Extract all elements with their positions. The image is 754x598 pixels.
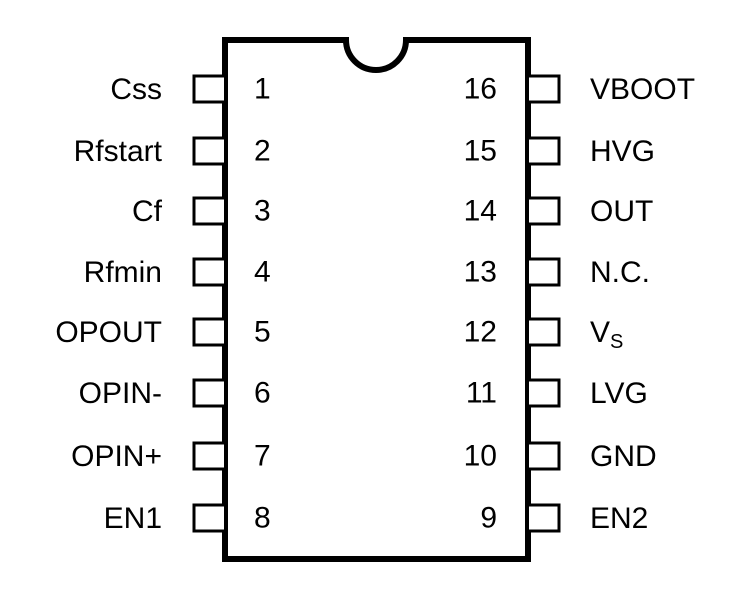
pin-number: 3: [254, 195, 271, 228]
pin-label-text: N.C.: [590, 256, 650, 289]
pin-number: 7: [254, 440, 271, 473]
ic-package-body: [222, 37, 531, 562]
pin-label: EN1: [104, 502, 162, 535]
pin-label-text: OPOUT: [55, 316, 162, 349]
pin-number: 8: [254, 502, 271, 535]
pin-label-text: EN2: [590, 502, 648, 535]
pin-label: OPOUT: [55, 316, 162, 349]
pin-label: VBOOT: [590, 73, 695, 106]
pin-number: 1: [254, 73, 271, 106]
right-pin-6-lead: [529, 378, 561, 408]
right-pin-column: 16 VBOOT 15 HVG 14 OUT 13 N.C. 12 VS 11 LVG 10 GND 9 EN…: [464, 73, 695, 535]
pin-number: 10: [464, 440, 497, 473]
pin-label: EN2: [590, 502, 648, 535]
right-pin-8-lead: [529, 503, 561, 533]
right-pin-7-lead: [529, 441, 561, 471]
left-pin-5-lead: [192, 317, 224, 347]
pin-label-text: HVG: [590, 135, 655, 168]
pin-number: 5: [254, 316, 271, 349]
pin-label-text: OPIN-: [79, 377, 162, 410]
pin-number: 13: [464, 256, 497, 289]
pin-label: OPIN-: [79, 377, 162, 410]
pin-number: 16: [464, 73, 497, 106]
left-pin-3-lead: [192, 196, 224, 226]
pin-label: Css: [110, 73, 162, 106]
pin-label: OUT: [590, 195, 653, 228]
left-pin-2-lead: [192, 136, 224, 166]
right-pin-2-lead: [529, 136, 561, 166]
pin-label: LVG: [590, 377, 648, 410]
pin-label-text: Rfmin: [84, 256, 162, 289]
pin-number: 2: [254, 135, 271, 168]
pin-label: Rfmin: [84, 256, 162, 289]
pin-number: 14: [464, 195, 497, 228]
pin-label-text: OUT: [590, 195, 653, 228]
left-pin-8-lead: [192, 503, 224, 533]
pin-label-text: VBOOT: [590, 73, 695, 106]
pin-label-text: OPIN+: [71, 440, 162, 473]
pin-number: 9: [480, 502, 497, 535]
pin-number: 12: [464, 316, 497, 349]
right-pin-1-lead: [529, 74, 561, 104]
pin-label: Cf: [132, 195, 163, 228]
pin-label-text: V: [590, 316, 610, 349]
right-pin-3-lead: [529, 196, 561, 226]
pin-label-text: Css: [110, 73, 162, 106]
pin-label-subscript: S: [610, 331, 623, 353]
pin-label-text: Cf: [132, 195, 163, 228]
pin-label-text: LVG: [590, 377, 648, 410]
pin-label-text: GND: [590, 440, 657, 473]
pin-label: OPIN+: [71, 440, 162, 473]
pin-number: 4: [254, 256, 271, 289]
pin-label: HVG: [590, 135, 655, 168]
pin-label-text: EN1: [104, 502, 162, 535]
left-pin-1-lead: [192, 74, 224, 104]
pin-label: Rfstart: [74, 135, 163, 168]
left-pin-4-lead: [192, 257, 224, 287]
left-pin-6-lead: [192, 378, 224, 408]
right-pin-4-lead: [529, 257, 561, 287]
pin-number: 6: [254, 377, 271, 410]
left-pin-7-lead: [192, 441, 224, 471]
pin-label-text: Rfstart: [74, 135, 163, 168]
pin-label: GND: [590, 440, 657, 473]
right-pin-5-lead: [529, 317, 561, 347]
pin-number: 15: [464, 135, 497, 168]
pin-number: 11: [466, 377, 497, 410]
pin-label: VS: [590, 316, 623, 354]
pin-label: N.C.: [590, 256, 650, 289]
left-pin-column: 1 Css 2 Rfstart 3 Cf 4 Rfmin 5 OPOUT 6 OPIN- 7 OPIN+ 8…: [55, 73, 270, 535]
